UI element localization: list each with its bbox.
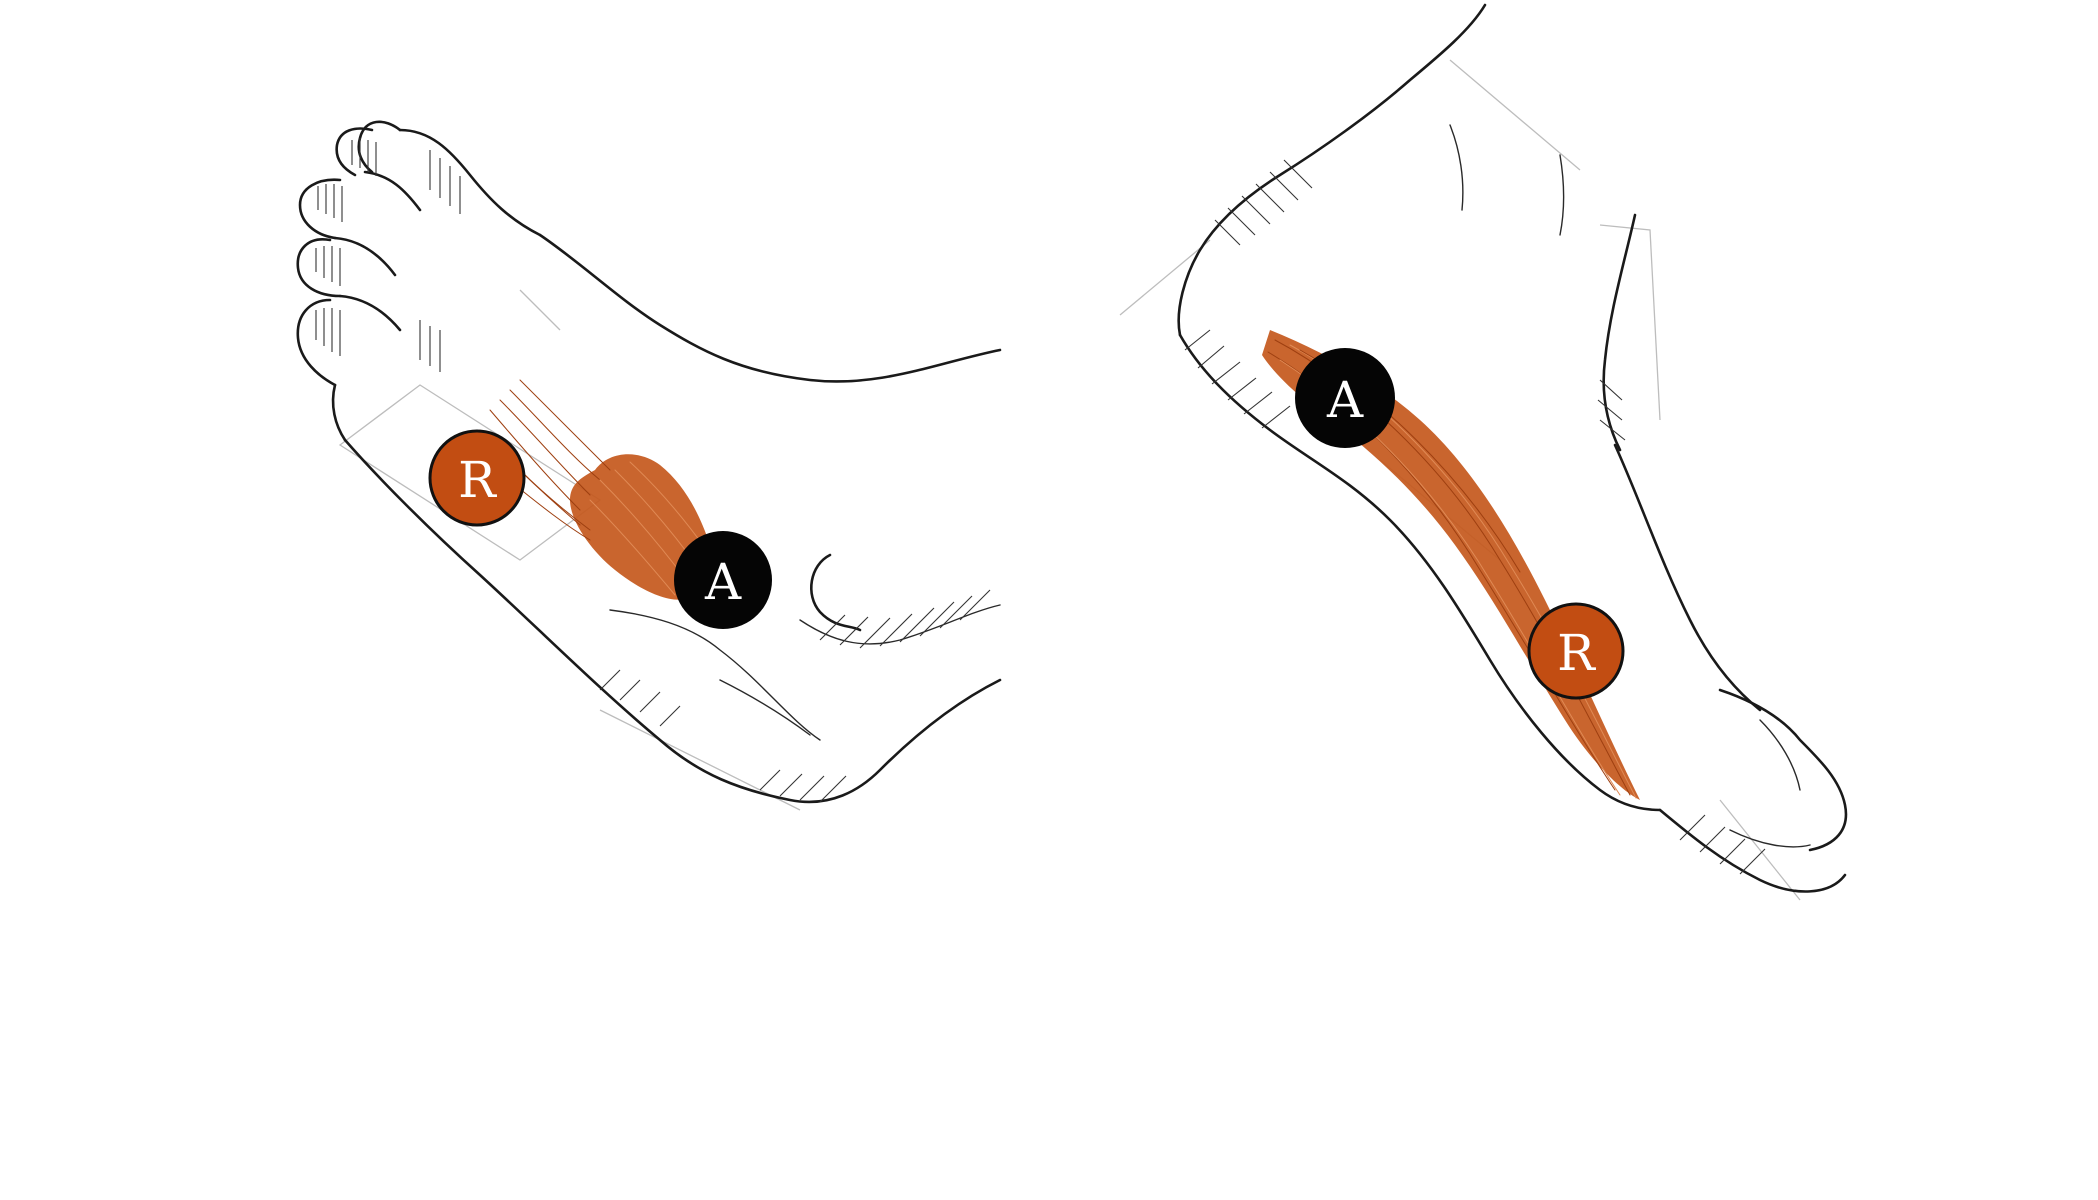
right-foot-shin-outline xyxy=(1602,213,1637,452)
left-foot-dorsal-outline xyxy=(538,233,1002,383)
right-attachment-marker-label: A xyxy=(1326,371,1364,429)
right-origin-marker: R xyxy=(1527,602,1625,700)
left-attachment-marker: A xyxy=(674,531,772,629)
right-foot-toe-outline xyxy=(1718,688,1848,852)
right-attachment-marker: A xyxy=(1295,348,1395,448)
right-foot-heel-outline xyxy=(1177,3,1487,337)
left-foot-figure: R A xyxy=(296,120,1002,811)
right-foot-plantar-outline xyxy=(1178,333,1662,812)
left-origin-marker: R xyxy=(428,429,526,527)
left-foot-toes xyxy=(296,120,542,442)
left-foot-plantar-outline xyxy=(343,438,1002,804)
left-origin-marker-label: R xyxy=(458,451,497,509)
right-foot-dorsal-outline xyxy=(1613,443,1762,712)
right-origin-marker-label: R xyxy=(1557,624,1596,682)
left-attachment-marker-label: A xyxy=(704,553,742,611)
right-foot-figure: A R xyxy=(1119,3,1848,901)
